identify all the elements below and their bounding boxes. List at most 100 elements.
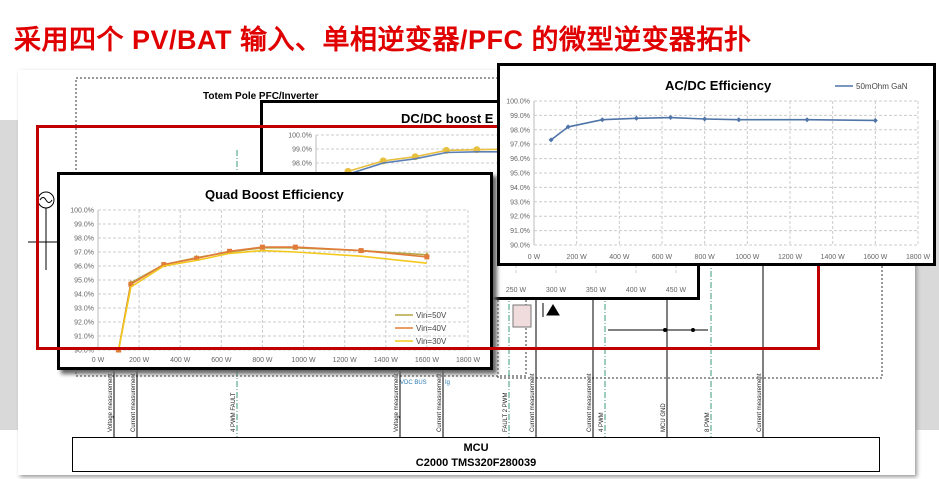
slide-title: 采用四个 PV/BAT 输入、单相逆变器/PFC 的微型逆变器拓扑 [14,25,752,55]
y-tick-label: 95.0% [74,278,94,285]
data-point [161,262,167,268]
legend-label: Vin=30V [416,337,447,346]
y-tick-label: 100.0% [506,99,530,106]
signal-label: MCU GND [661,403,667,432]
y-tick-label: 99.0% [510,113,530,120]
y-tick-label: 97.0% [510,142,530,149]
signal-label: Current measurement [757,373,763,432]
y-tick-label: 95.0% [510,171,530,178]
y-tick-label: 100.0% [288,133,312,140]
acdc-efficiency-chart: 100.0% 99.0% 98.0% 97.0% 96.0% 95.0% 94.0% 93.0… [497,63,936,266]
y-tick-label: 100.0% [70,208,94,215]
y-tick-label: 94.0% [74,292,94,299]
y-tick-label: 92.0% [74,320,94,327]
legend-label: Vin=50V [416,311,447,320]
data-point [872,117,878,123]
data-point [736,117,742,123]
x-tick-label: 450 W [666,287,687,294]
data-point [548,137,554,143]
signal-label: Voltage measurement [108,373,114,432]
data-point [599,117,605,123]
switch-symbol [512,303,560,328]
chart-title: Quad Boost Efficiency [205,187,344,202]
x-tick-label: 1800 W [906,254,931,261]
x-tick-label: 400 W [609,254,630,261]
x-tick-label: 1600 W [863,254,888,261]
y-tick-label: 91.0% [510,228,530,235]
y-tick-label: 98.0% [74,236,94,243]
x-tick-label: 1800 W [456,357,481,364]
ig-label: Ig [445,380,450,386]
data-point [702,116,708,122]
schematic-diagram: Totem Pole PFC/Inverter Voltage measurem… [28,77,883,437]
x-tick-label: 300 W [546,287,567,294]
chart-title: AC/DC Efficiency [665,78,772,93]
y-tick-label: 98.0% [292,161,312,168]
pfc-block-title: Totem Pole PFC/Inverter [203,91,319,102]
acdc-svg: 100.0% 99.0% 98.0% 97.0% 96.0% 95.0% 94.0% 93.0… [506,78,931,261]
slide-band-left [0,120,20,430]
legend-label: 50mOhm GaN [856,82,908,91]
y-tick-label: 97.0% [74,250,94,257]
x-tick-label: 0 W [528,254,541,261]
y-tick-label: 98.0% [510,127,530,134]
signal-label: 4 PWM [599,412,605,432]
y-tick-label: 96.0% [74,264,94,271]
x-tick-label: 600 W [652,254,673,261]
junction-dot [691,328,695,332]
y-tick-label: 93.0% [74,306,94,313]
x-tick-label: 200 W [567,254,588,261]
x-tick-label: 0 W [92,357,105,364]
series-line [347,150,524,175]
x-tick-label: 250 W [506,287,527,294]
data-point [424,254,430,260]
series-line [550,116,876,141]
series-line [347,148,525,173]
data-point [259,244,265,250]
signal-label: 4 PWM FAULT [231,392,237,432]
signal-label: Current measurement [587,373,593,432]
data-point [292,244,298,250]
x-tick-label: 400 W [170,357,191,364]
y-tick-label: 94.0% [510,185,530,192]
quad-boost-efficiency-chart: 100.0% 99.0% 98.0% 97.0% 96.0% 95.0% 94.0% 93.0… [57,172,493,370]
y-tick-label: 91.0% [74,334,94,341]
x-tick-label: 1200 W [333,357,358,364]
chart-title: DC/DC boost E [401,111,494,126]
x-tick-label: 1400 W [374,357,399,364]
y-tick-label: 99.0% [74,222,94,229]
pfc-block-outline [75,77,527,377]
signal-label: Voltage measurement [394,373,400,432]
mcu-label: MCU [463,442,489,454]
vdc-bus-label: VDC BUS [400,380,427,386]
series-line [117,249,427,351]
x-tick-label: 350 W [586,287,607,294]
quad-svg: 100.0% 99.0% 98.0% 97.0% 96.0% 95.0% 94.0% 93.0… [70,187,481,364]
y-tick-label: 90.0% [74,348,94,355]
x-tick-label: 1600 W [415,357,440,364]
data-point [668,115,674,121]
data-point [128,281,134,287]
y-tick-label: 99.0% [292,147,312,154]
signal-label: FAULT 2 PWM [503,393,509,432]
y-tick-label: 96.0% [510,156,530,163]
signal-label: Current measurement [530,373,536,432]
y-tick-label: 90.0% [510,243,530,250]
x-tick-label: 1200 W [778,254,803,261]
x-tick-label: 200 W [129,357,150,364]
x-tick-label: 400 W [626,287,647,294]
signal-label: Current measurement [437,373,443,432]
x-tick-label: 800 W [695,254,716,261]
x-tick-label: 1400 W [821,254,846,261]
x-tick-label: 800 W [252,357,273,364]
ac-wave-icon [39,197,53,203]
y-tick-label: 92.0% [510,214,530,221]
mcu-part: C2000 TMS320F280039 [415,457,537,469]
x-tick-label: 600 W [211,357,232,364]
signal-label: Current measurement [131,373,137,432]
mcu-block: MCU C2000 TMS320F280039 [72,437,880,472]
junction-dot [663,328,667,332]
data-point [227,248,233,254]
data-point [804,117,810,123]
y-tick-label: 93.0% [510,199,530,206]
